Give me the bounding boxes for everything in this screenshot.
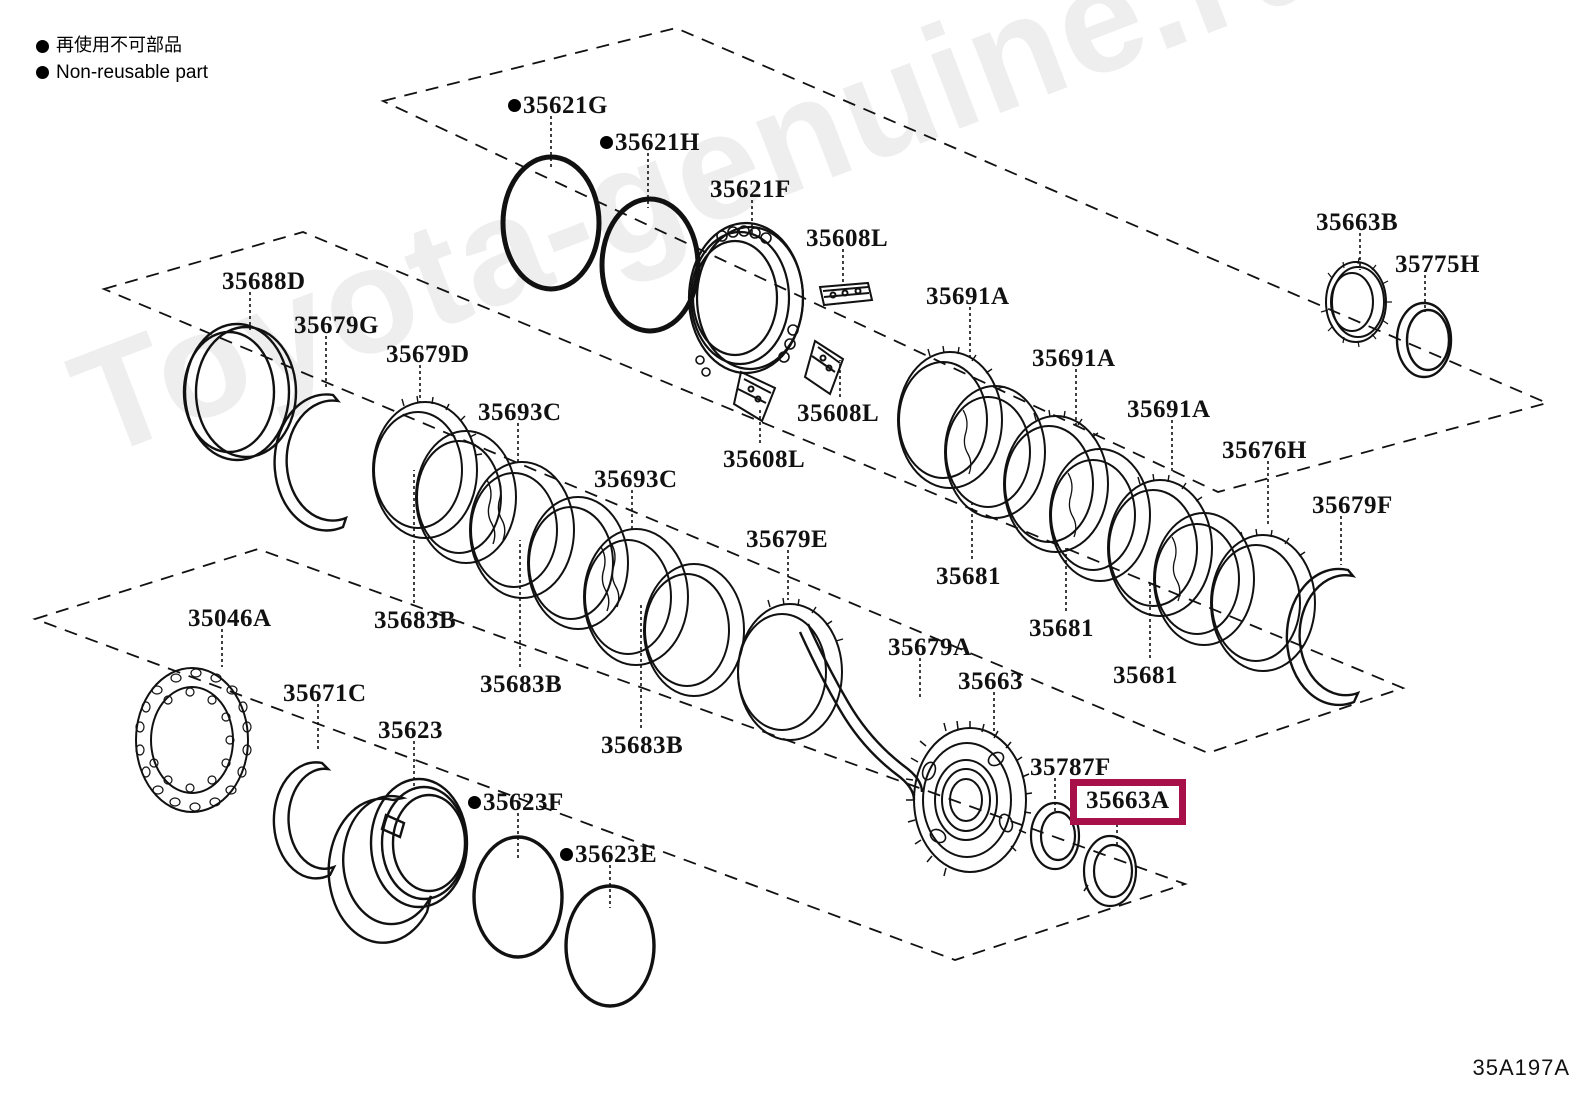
- part-number-text: 35663: [958, 668, 1023, 695]
- part-label-35608l[interactable]: 35608L: [723, 446, 805, 474]
- part-label-35681[interactable]: 35681: [1113, 662, 1178, 690]
- part-number-text: 35621F: [710, 176, 791, 203]
- part-number-text: 35679G: [294, 312, 379, 339]
- part-number-text: 35046A: [188, 605, 272, 632]
- part-label-35679g[interactable]: 35679G: [294, 312, 379, 340]
- part-number-text: 35608L: [797, 400, 880, 427]
- part-number-text: 35679E: [746, 526, 829, 553]
- legend-japanese-text: 再使用不可部品: [56, 35, 182, 56]
- part-label-35693c[interactable]: 35693C: [478, 399, 562, 427]
- part-label-35691a[interactable]: 35691A: [1127, 396, 1211, 424]
- part-label-35679e[interactable]: 35679E: [746, 526, 828, 554]
- part-label-35623[interactable]: 35623: [378, 717, 443, 745]
- part-label-35621f[interactable]: 35621F: [710, 176, 791, 204]
- part-number-text: 35691A: [1127, 396, 1211, 423]
- part-label-35679d[interactable]: 35679D: [386, 341, 470, 369]
- part-number-text: 35671C: [283, 680, 367, 707]
- non-reusable-bullet-icon: [36, 39, 49, 53]
- part-number-text: 35621G: [523, 92, 608, 119]
- part-label-35688d[interactable]: 35688D: [222, 268, 306, 296]
- part-number-text: 35663A: [1086, 787, 1170, 814]
- part-number-text: 35608L: [806, 225, 889, 252]
- part-label-35693c[interactable]: 35693C: [594, 466, 678, 494]
- part-label-35679f[interactable]: 35679F: [1312, 492, 1393, 520]
- part-label-35681[interactable]: 35681: [1029, 615, 1094, 643]
- legend-english-text: Non-reusable part: [56, 62, 209, 84]
- part-label-35787f[interactable]: 35787F: [1030, 754, 1111, 782]
- part-number-text: 35683B: [374, 607, 457, 634]
- part-number-text: 35691A: [1032, 345, 1116, 372]
- part-label-35623e[interactable]: 35623E: [560, 841, 657, 869]
- part-number-text: 35683B: [601, 732, 684, 759]
- non-reusable-bullet-icon: [36, 66, 49, 80]
- part-label-35683b[interactable]: 35683B: [374, 607, 456, 635]
- part-label-35608l[interactable]: 35608L: [797, 400, 879, 428]
- legend-row-english: Non-reusable part: [36, 59, 208, 87]
- part-number-text: 35679A: [888, 634, 972, 661]
- part-label-35691a[interactable]: 35691A: [1032, 345, 1116, 373]
- part-number-text: 35693C: [478, 399, 562, 426]
- part-number-text: 35623F: [483, 789, 564, 816]
- part-number-text: 35681: [1113, 662, 1178, 689]
- part-number-text: 35676H: [1222, 437, 1307, 464]
- part-label-35621g[interactable]: 35621G: [508, 92, 608, 120]
- non-reusable-bullet-icon: [560, 848, 573, 861]
- part-label-35671c[interactable]: 35671C: [283, 680, 367, 708]
- part-number-text: 35663B: [1316, 209, 1399, 236]
- part-number-text: 35693C: [594, 466, 678, 493]
- non-reusable-bullet-icon: [508, 99, 521, 112]
- part-label-35691a[interactable]: 35691A: [926, 283, 1010, 311]
- part-label-35046a[interactable]: 35046A: [188, 605, 272, 633]
- part-number-text: 35691A: [926, 283, 1010, 310]
- non-reusable-bullet-icon: [600, 136, 613, 149]
- part-number-text: 35681: [936, 563, 1001, 590]
- part-number-text: 35775H: [1395, 251, 1480, 278]
- part-label-35663b[interactable]: 35663B: [1316, 209, 1398, 237]
- part-number-text: 35787F: [1030, 754, 1111, 781]
- part-number-text: 35688D: [222, 268, 306, 295]
- legend-row-japanese: 再使用不可部品: [36, 33, 208, 59]
- part-label-35775h[interactable]: 35775H: [1395, 251, 1480, 279]
- part-number-text: 35623: [378, 717, 443, 744]
- part-label-35676h[interactable]: 35676H: [1222, 437, 1307, 465]
- non-reusable-bullet-icon: [468, 796, 481, 809]
- part-label-35621h[interactable]: 35621H: [600, 129, 700, 157]
- part-number-text: 35679F: [1312, 492, 1393, 519]
- part-label-35663a[interactable]: 35663A: [1070, 779, 1186, 825]
- part-label-35683b[interactable]: 35683B: [480, 671, 562, 699]
- part-number-text: 35608L: [723, 446, 806, 473]
- part-number-text: 35679D: [386, 341, 470, 368]
- part-label-35683b[interactable]: 35683B: [601, 732, 683, 760]
- part-number-text: 35683B: [480, 671, 563, 698]
- part-label-35681[interactable]: 35681: [936, 563, 1001, 591]
- part-label-35623f[interactable]: 35623F: [468, 789, 564, 817]
- part-number-text: 35621H: [615, 129, 700, 156]
- diagram-code: 35A197A: [1472, 1055, 1570, 1080]
- legend: 再使用不可部品 Non-reusable part: [36, 33, 208, 87]
- part-label-35663[interactable]: 35663: [958, 668, 1023, 696]
- part-number-text: 35681: [1029, 615, 1094, 642]
- part-label-35608l[interactable]: 35608L: [806, 225, 888, 253]
- part-label-35679a[interactable]: 35679A: [888, 634, 972, 662]
- part-number-text: 35623E: [575, 841, 658, 868]
